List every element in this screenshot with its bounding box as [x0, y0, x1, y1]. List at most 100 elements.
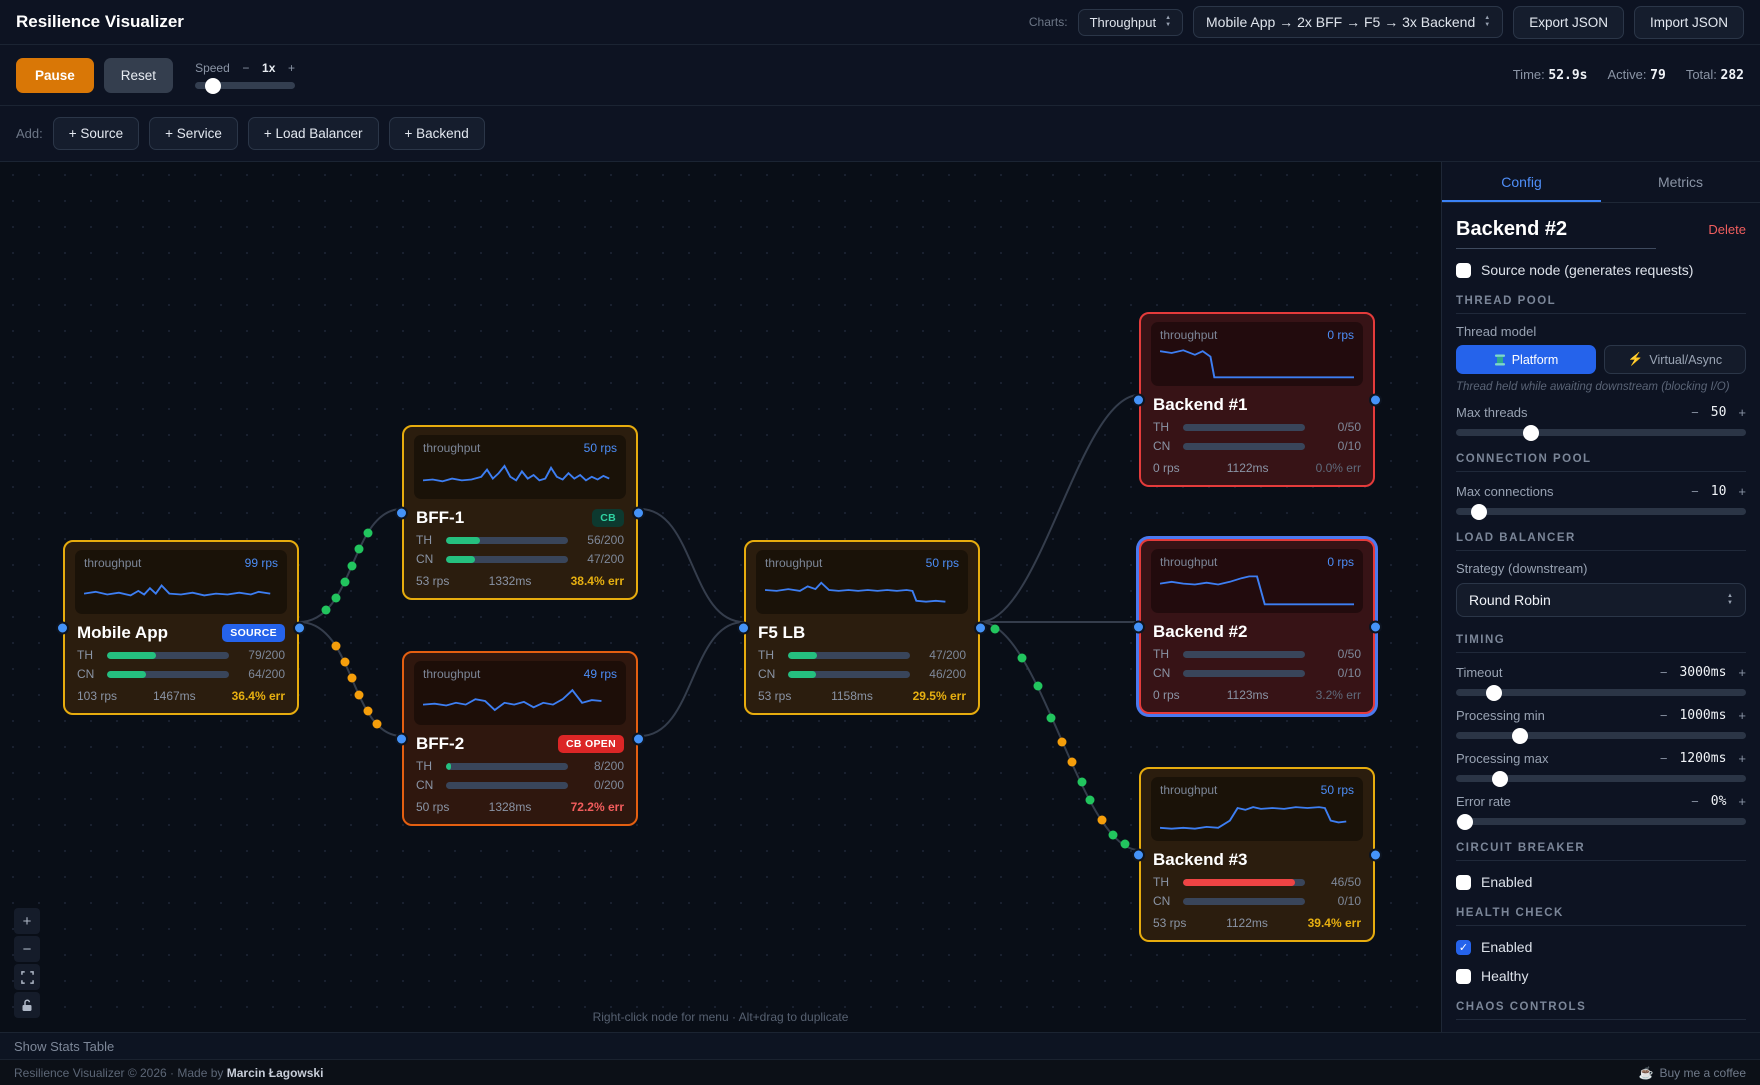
- tab-config[interactable]: Config: [1442, 162, 1601, 202]
- healthy-checkbox[interactable]: [1456, 968, 1471, 984]
- node-input-port[interactable]: [1132, 848, 1145, 861]
- node-output-port[interactable]: [974, 621, 987, 634]
- charts-select[interactable]: Throughput ▲▼: [1077, 8, 1184, 36]
- buy-me-a-coffee-link[interactable]: ☕ Buy me a coffee: [1638, 1065, 1746, 1080]
- processing-max-plus-button[interactable]: +: [1738, 751, 1746, 766]
- add-source-button[interactable]: + Source: [52, 117, 140, 150]
- thread-model-virtual-button[interactable]: ⚡ Virtual/Async: [1604, 345, 1746, 374]
- add-backend-button[interactable]: + Backend: [388, 117, 485, 150]
- processing-min-minus-button[interactable]: −: [1659, 708, 1668, 723]
- processing-min-slider[interactable]: [1456, 727, 1746, 744]
- add-load-balancer-button[interactable]: + Load Balancer: [247, 117, 379, 150]
- error-rate-minus-button[interactable]: −: [1691, 794, 1699, 809]
- max-connections-slider-thumb[interactable]: [1471, 503, 1488, 520]
- speed-label: Speed: [195, 61, 230, 75]
- node-input-port[interactable]: [737, 621, 750, 634]
- pause-button[interactable]: Pause: [16, 57, 94, 93]
- max-connections-plus-button[interactable]: +: [1738, 484, 1746, 499]
- max-connections-value: 10: [1710, 484, 1727, 499]
- zoom-in-button[interactable]: +: [14, 908, 40, 934]
- health-check-enabled-label: Enabled: [1481, 939, 1533, 955]
- time-stat: Time: 52.9s: [1512, 67, 1588, 83]
- add-service-button[interactable]: + Service: [149, 117, 238, 150]
- delete-node-button[interactable]: Delete: [1708, 222, 1746, 237]
- max-threads-minus-button[interactable]: −: [1691, 405, 1699, 420]
- node-output-port[interactable]: [1369, 848, 1382, 861]
- timeout-minus-button[interactable]: −: [1659, 665, 1668, 680]
- max-threads-plus-button[interactable]: +: [1738, 405, 1746, 420]
- circuit-breaker-enabled-checkbox[interactable]: [1456, 874, 1471, 890]
- node-output-port[interactable]: [1369, 393, 1382, 406]
- speed-slider[interactable]: [195, 77, 296, 94]
- error-rate-slider-thumb[interactable]: [1456, 813, 1473, 830]
- node-input-port[interactable]: [395, 732, 408, 745]
- node-input-port[interactable]: [1132, 393, 1145, 406]
- processing-min-plus-button[interactable]: +: [1738, 708, 1746, 723]
- speed-slider-thumb[interactable]: [205, 77, 222, 94]
- speed-minus-button[interactable]: −: [242, 61, 250, 75]
- processing-min-slider-thumb[interactable]: [1511, 727, 1528, 744]
- updown-caret-icon: ▲▼: [1727, 593, 1733, 606]
- node-name-input[interactable]: Backend #2: [1456, 218, 1656, 249]
- zoom-out-button[interactable]: −: [14, 936, 40, 962]
- section-thread-pool: THREAD POOL: [1456, 295, 1746, 314]
- max-threads-label: Max threads: [1456, 405, 1528, 420]
- processing-max-minus-button[interactable]: −: [1659, 751, 1668, 766]
- node-output-port[interactable]: [632, 506, 645, 519]
- speed-plus-button[interactable]: +: [288, 61, 296, 75]
- max-threads-slider[interactable]: [1456, 424, 1746, 441]
- section-chaos-controls: CHAOS CONTROLS: [1456, 1001, 1746, 1020]
- thread-model-hint: Thread held while awaiting downstream (b…: [1456, 381, 1730, 393]
- lock-toggle-button[interactable]: [14, 992, 40, 1018]
- connection-bar: [1183, 897, 1305, 905]
- config-panel: Config Metrics Backend #2 Delete Source …: [1441, 162, 1760, 1032]
- lightning-icon: ⚡: [1627, 352, 1644, 366]
- max-connections-slider[interactable]: [1456, 503, 1746, 520]
- node-title: Backend #3: [1153, 850, 1248, 869]
- health-check-enabled-checkbox[interactable]: ✓: [1456, 939, 1471, 955]
- thread-model-segment: Platform ⚡ Virtual/Async: [1456, 345, 1746, 374]
- timeout-slider[interactable]: [1456, 684, 1746, 701]
- timeout-slider-thumb[interactable]: [1485, 684, 1502, 701]
- source-node-checkbox[interactable]: [1456, 262, 1471, 278]
- node-output-port[interactable]: [293, 621, 306, 634]
- export-json-button[interactable]: Export JSON: [1513, 5, 1624, 39]
- connection-bar: [788, 670, 910, 678]
- processing-min-value: 1000ms: [1679, 708, 1727, 723]
- node-output-port[interactable]: [1369, 620, 1382, 633]
- reset-button[interactable]: Reset: [103, 57, 174, 93]
- max-connections-minus-button[interactable]: −: [1691, 484, 1699, 499]
- processing-max-slider[interactable]: [1456, 770, 1746, 787]
- error-rate-slider[interactable]: [1456, 813, 1746, 830]
- strategy-select[interactable]: Round Robin ▲▼: [1456, 583, 1746, 617]
- scenario-select[interactable]: Mobile App → 2x BFF → F5 → 3x Backend ▲▼: [1193, 6, 1504, 38]
- fit-view-button[interactable]: [14, 964, 40, 990]
- import-json-button[interactable]: Import JSON: [1633, 5, 1744, 39]
- author-link[interactable]: Marcin Łagowski: [226, 1065, 324, 1080]
- error-rate-plus-button[interactable]: +: [1738, 794, 1746, 809]
- node-input-port[interactable]: [1132, 620, 1145, 633]
- circuit-breaker-enabled-label: Enabled: [1481, 874, 1533, 890]
- node-output-port[interactable]: [632, 732, 645, 745]
- show-stats-table-toggle[interactable]: Show Stats Table: [0, 1032, 1760, 1059]
- processing-max-slider-thumb[interactable]: [1491, 770, 1508, 787]
- tab-metrics[interactable]: Metrics: [1657, 174, 1704, 190]
- connection-bar: [107, 670, 229, 678]
- node-rps: 53 rps: [758, 689, 792, 703]
- node-input-port[interactable]: [395, 506, 408, 519]
- thread-model-platform-button[interactable]: Platform: [1456, 345, 1596, 374]
- max-threads-slider-thumb[interactable]: [1523, 424, 1540, 441]
- timeout-plus-button[interactable]: +: [1738, 665, 1746, 680]
- node-input-port[interactable]: [56, 621, 69, 634]
- active-stat: Active: 79: [1607, 67, 1666, 83]
